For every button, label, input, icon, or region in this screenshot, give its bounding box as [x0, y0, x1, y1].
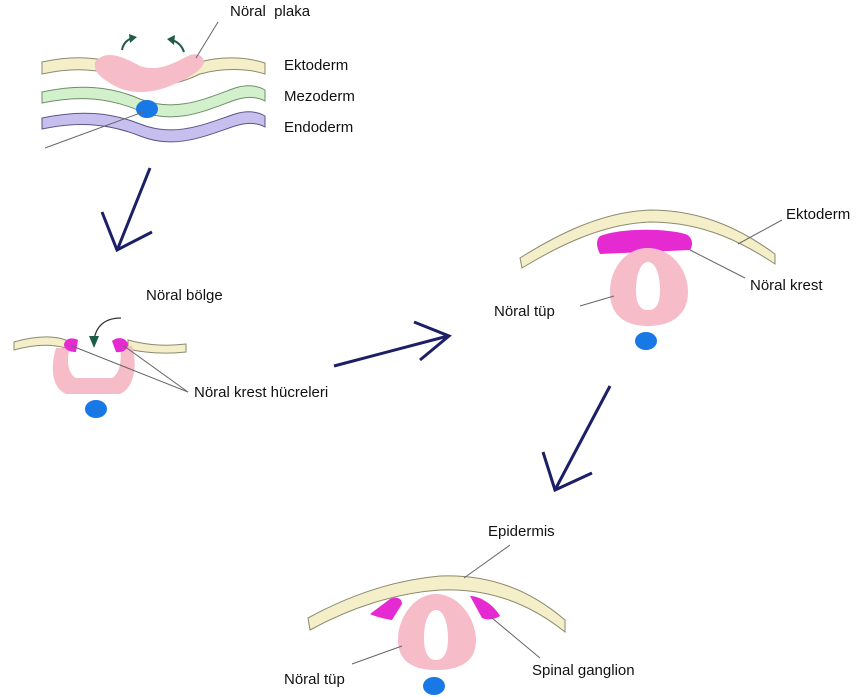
neural-plate	[95, 54, 204, 92]
neural-groove	[53, 346, 135, 394]
label-ectoderm-right: Ektoderm	[786, 206, 850, 223]
spinal-ganglion-leader	[492, 618, 540, 658]
neural-tube-leader	[580, 296, 614, 306]
arrow-right-icon	[334, 322, 449, 366]
label-neural-plate: Nöral plaka	[230, 3, 311, 20]
arrow-down-left-1-icon	[102, 168, 152, 250]
ectoderm-leader	[738, 220, 782, 244]
stage-neural-tube: Ektoderm Nöral krest Nöral tüp	[494, 206, 850, 350]
fold-arrow-left-icon	[122, 34, 137, 50]
ectoderm-right-piece	[128, 340, 186, 353]
fold-arrow-right-icon	[167, 35, 184, 52]
arrow-down-left-2-icon	[543, 386, 610, 490]
notochord	[423, 677, 445, 695]
notochord	[85, 400, 107, 418]
stage-neural-groove: Nöral bölge Nöral krest hücreleri	[14, 287, 328, 418]
label-neural-crest-cells: Nöral krest hücreleri	[194, 384, 328, 401]
label-epidermis: Epidermis	[488, 523, 555, 540]
neural-tube-leader	[352, 646, 402, 664]
label-mesoderm: Mezoderm	[284, 88, 355, 105]
label-spinal-ganglion: Spinal ganglion	[532, 662, 635, 679]
label-neural-region: Nöral bölge	[146, 287, 223, 304]
stage-spinal-ganglion: Epidermis Spinal ganglion Nöral tüp	[284, 523, 635, 695]
label-neural-crest: Nöral krest	[750, 277, 823, 294]
label-endoderm: Endoderm	[284, 119, 353, 136]
label-ectoderm: Ektoderm	[284, 57, 348, 74]
neural-tube	[398, 594, 476, 670]
neural-tube	[610, 248, 688, 326]
stage-neural-plate: Nöral plaka Ektoderm Mezoderm Endoderm	[42, 3, 355, 148]
epidermis-leader	[464, 545, 510, 578]
neural-crest-leader	[690, 250, 745, 278]
spinal-ganglion-right	[470, 596, 500, 619]
label-neural-tube-right: Nöral tüp	[494, 303, 555, 320]
notochord	[136, 100, 158, 118]
notochord	[635, 332, 657, 350]
neural-plate-leader	[196, 22, 218, 58]
label-neural-tube-bottom: Nöral tüp	[284, 671, 345, 688]
endoderm-layer	[42, 112, 265, 142]
